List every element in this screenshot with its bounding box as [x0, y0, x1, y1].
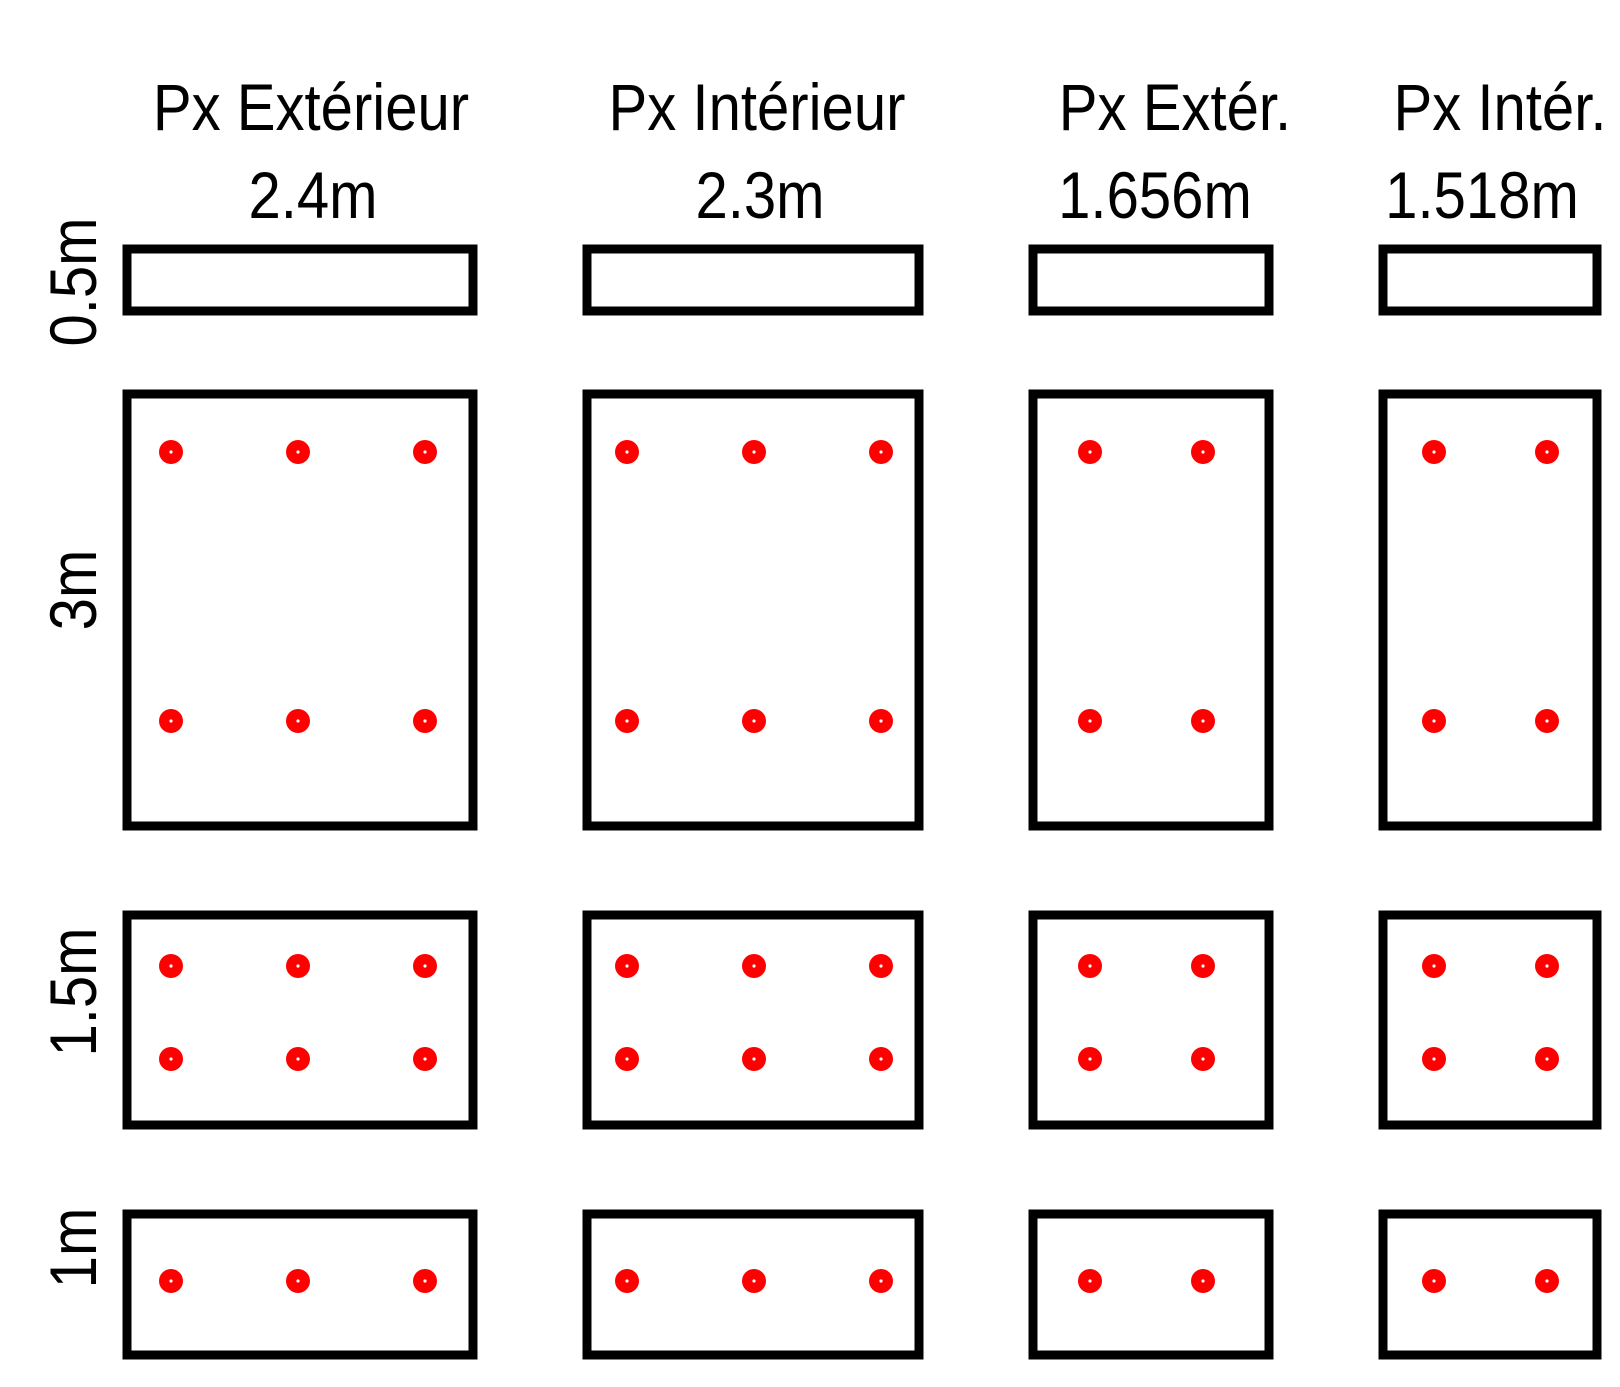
anchor-dot-center [1088, 1057, 1092, 1061]
anchor-dot-center [1432, 450, 1436, 454]
anchor-dot-center [625, 1057, 629, 1061]
panel-r3-c1 [122, 910, 478, 1130]
anchor-dot-center [1545, 1279, 1549, 1283]
panel-r3-c2 [582, 910, 924, 1130]
panel-r2-c2 [582, 389, 924, 831]
anchor-dot-center [423, 450, 427, 454]
column-title-px-interieur: Px Intérieur [609, 72, 906, 145]
anchor-dot-center [1088, 719, 1092, 723]
anchor-dot-center [625, 964, 629, 968]
anchor-dot-center [1088, 450, 1092, 454]
column-width-px-exter: 1.656m [1058, 160, 1252, 233]
anchor-dot-center [423, 1057, 427, 1061]
panel-r4-c4 [1378, 1209, 1602, 1360]
panel-r2-c3 [1028, 389, 1274, 831]
anchor-dot-center [1088, 1279, 1092, 1283]
anchor-dot-center [1201, 1057, 1205, 1061]
anchor-dot-center [1432, 719, 1436, 723]
anchor-dot-center [1432, 964, 1436, 968]
anchor-dot-center [296, 1057, 300, 1061]
row-label-3m: 3m [38, 550, 111, 631]
anchor-dot-center [169, 1057, 173, 1061]
anchor-dot-center [1201, 719, 1205, 723]
row-label-0-5m: 0.5m [38, 217, 111, 346]
anchor-dot-center [625, 1279, 629, 1283]
panel-r2-c1 [122, 389, 478, 831]
anchor-dot-center [1545, 450, 1549, 454]
column-title-px-inter: Px Intér. [1393, 72, 1606, 145]
anchor-dot-center [169, 1279, 173, 1283]
anchor-dot-center [1432, 1279, 1436, 1283]
anchor-dot-center [879, 1279, 883, 1283]
panel-r1-c4 [1378, 244, 1602, 316]
row-label-1-5m: 1.5m [38, 927, 111, 1056]
column-width-px-inter: 1.518m [1385, 160, 1579, 233]
panel-r3-c3 [1028, 910, 1274, 1130]
panel-r1-c1 [122, 244, 478, 316]
anchor-dot-center [1545, 1057, 1549, 1061]
anchor-dot-center [1088, 964, 1092, 968]
anchor-dot-center [296, 964, 300, 968]
panel-grid [122, 244, 1602, 1360]
anchor-dot-center [1432, 1057, 1436, 1061]
column-title-px-exterieur: Px Extérieur [153, 72, 469, 145]
anchor-dot-center [752, 1057, 756, 1061]
anchor-dot-center [1545, 719, 1549, 723]
anchor-dot-center [423, 719, 427, 723]
column-width-px-exterieur: 2.4m [248, 160, 377, 233]
anchor-dot-center [1201, 1279, 1205, 1283]
anchor-dot-center [296, 1279, 300, 1283]
row-label-1m: 1m [38, 1208, 111, 1289]
panel-r2-c4 [1378, 389, 1602, 831]
anchor-dot-center [625, 450, 629, 454]
panel-r1-c2 [582, 244, 924, 316]
anchor-dot-center [879, 719, 883, 723]
anchor-dot-center [752, 450, 756, 454]
anchor-dot-center [1545, 964, 1549, 968]
column-width-px-interieur: 2.3m [695, 160, 824, 233]
anchor-dot-center [296, 450, 300, 454]
anchor-dot-center [423, 964, 427, 968]
anchor-dot-center [169, 964, 173, 968]
anchor-dot-center [879, 964, 883, 968]
anchor-dot-center [169, 719, 173, 723]
panel-r3-c4 [1378, 910, 1602, 1130]
anchor-dot-center [625, 719, 629, 723]
anchor-dot-center [296, 719, 300, 723]
anchor-dot-center [1201, 964, 1205, 968]
anchor-dot-center [1201, 450, 1205, 454]
panel-r1-c3 [1028, 244, 1274, 316]
anchor-dot-center [423, 1279, 427, 1283]
column-title-px-exter: Px Extér. [1059, 72, 1291, 145]
panel-r4-c3 [1028, 1209, 1274, 1360]
anchor-dot-center [169, 450, 173, 454]
anchor-dot-center [752, 719, 756, 723]
anchor-dot-center [752, 964, 756, 968]
anchor-dot-center [879, 1057, 883, 1061]
anchor-dot-center [752, 1279, 756, 1283]
anchor-dot-center [879, 450, 883, 454]
